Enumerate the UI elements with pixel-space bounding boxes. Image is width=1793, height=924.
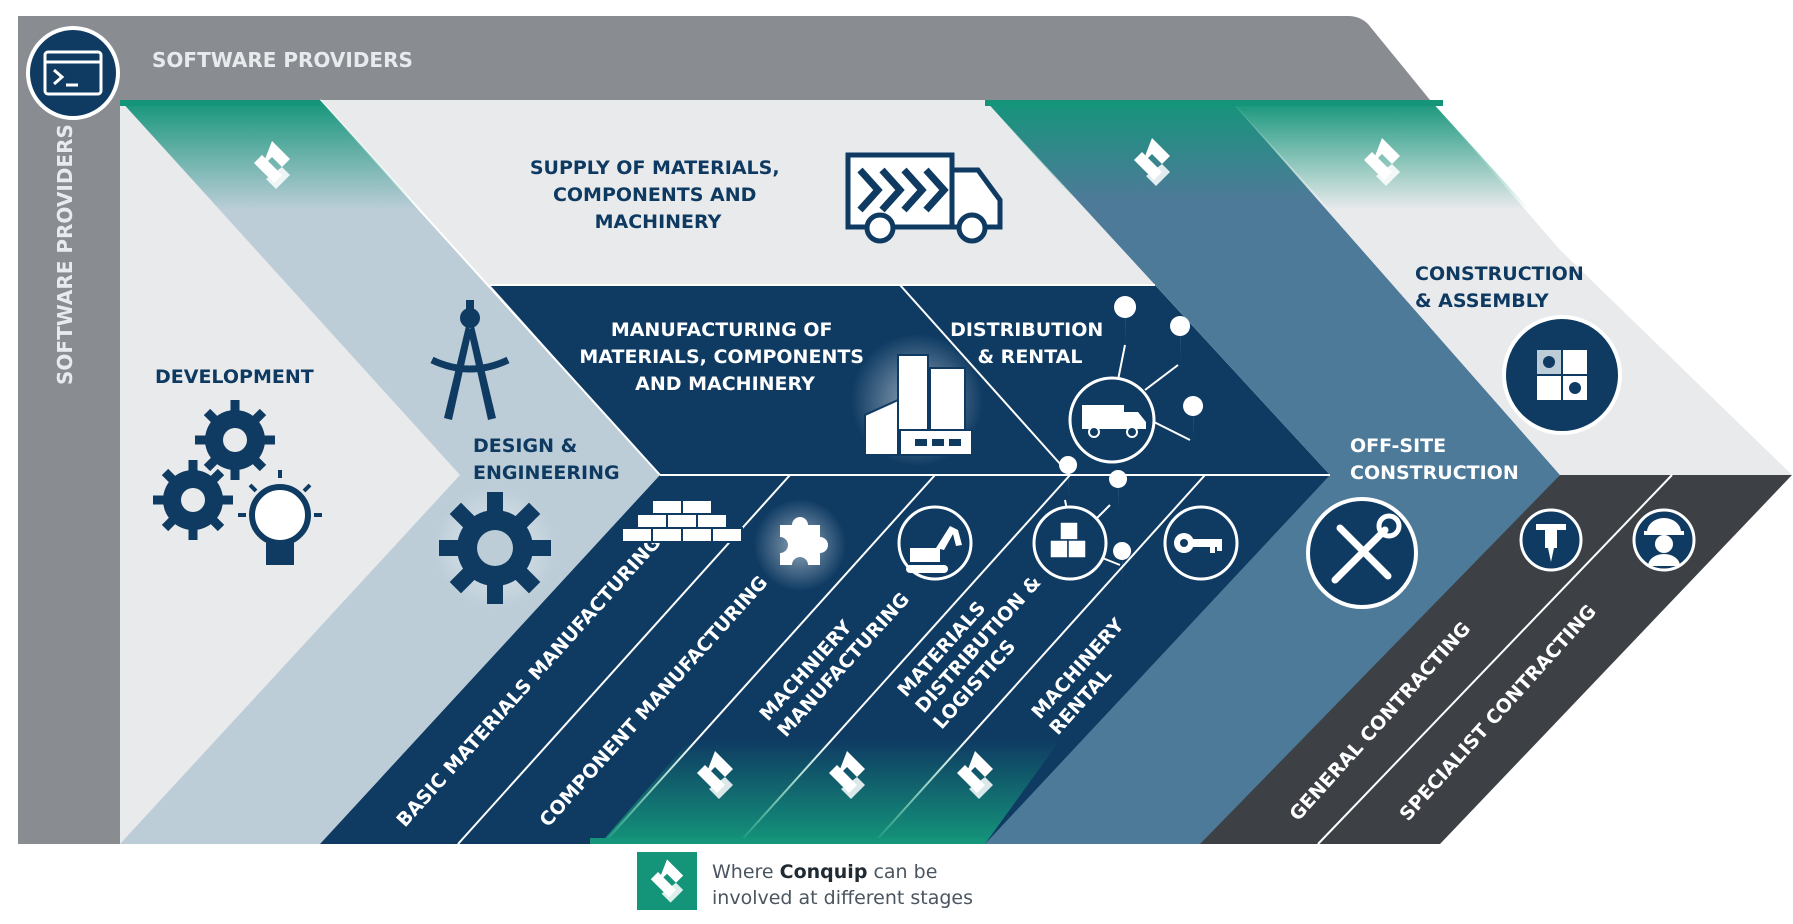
distribution-label: DISTRIBUTION & RENTAL [950,319,1110,368]
excavator-icon [897,505,973,581]
drafting-compass-icon [430,300,510,420]
distribution-band [985,100,1560,844]
development-label: DEVELOPMENT [155,366,314,388]
terminal-window-icon [26,26,120,120]
jackhammer-icon [1519,508,1583,572]
supply-label: SUPPLY OF MATERIALS, COMPONENTS AND MACH… [530,157,786,233]
design-label: DESIGN & ENGINEERING [473,435,620,484]
gears-lightbulb-icon [153,400,322,565]
bricks-icon [621,499,743,543]
wrench-screwdriver-icon [1306,497,1418,609]
worker-helmet-icon [1632,508,1696,572]
software-providers-frame [18,16,1430,844]
software-providers-top-label: SOFTWARE PROVIDERS [152,48,413,72]
software-providers-side [18,96,120,844]
factory-icon [851,334,983,466]
puzzle-icon [1502,315,1622,435]
design-band [120,100,660,844]
puzzle-piece-icon [754,499,846,591]
manufacturing-label: MANUFACTURING OF MATERIALS, COMPONENTS A… [579,319,870,395]
gear-icon [433,486,557,610]
key-icon [1163,505,1239,581]
legend-text-line2: involved at different stages [712,887,973,909]
legend-text-line1: Where Conquip can be [712,861,937,883]
construction-label: CONSTRUCTION & ASSEMBLY [1415,263,1590,312]
boxes-icon [1032,456,1132,584]
software-providers-side-label: SOFTWARE PROVIDERS [53,124,77,385]
delivery-truck-icon [845,152,1003,244]
offsite-label: OFF-SITE CONSTRUCTION [1350,435,1519,484]
legend: Where Conquip can be involved at differe… [637,852,973,910]
route-pins-icon [1068,296,1204,464]
